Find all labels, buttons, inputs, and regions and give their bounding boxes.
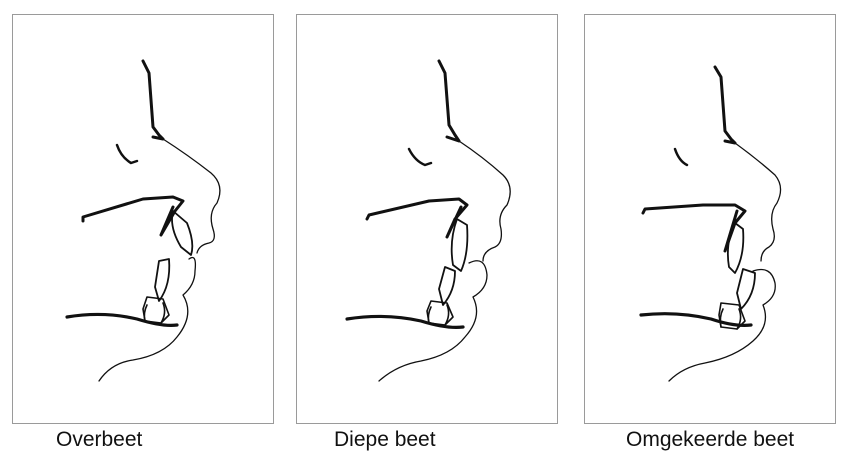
face-profile	[735, 143, 781, 261]
nose-line	[143, 61, 163, 139]
lower-jaw	[347, 316, 463, 327]
panel-deep-bite	[296, 14, 558, 424]
eye-mark	[117, 145, 137, 163]
lower-tooth	[737, 269, 755, 309]
lower-jaw	[641, 314, 751, 326]
profile-illustration-deep-bite	[297, 15, 559, 425]
chin-profile	[99, 258, 195, 382]
upper-jaw	[367, 199, 467, 237]
upper-incisor	[452, 219, 468, 271]
chin-profile	[669, 270, 775, 382]
lower-tooth	[439, 267, 455, 305]
upper-incisor	[172, 211, 192, 255]
upper-jaw	[83, 197, 183, 235]
profile-illustration-overbite	[13, 15, 275, 425]
lower-jaw-inner	[428, 305, 448, 325]
nose-line	[439, 61, 459, 141]
eye-mark	[409, 149, 431, 165]
caption-overbite: Overbeet	[56, 428, 142, 452]
nose-line	[715, 67, 735, 143]
lower-tooth	[155, 259, 169, 301]
panel-overbite	[12, 14, 274, 424]
panel-reverse-bite	[584, 14, 836, 424]
upper-jaw	[643, 205, 745, 251]
chin-profile	[379, 261, 487, 381]
lower-jaw-inner	[144, 303, 164, 323]
caption-deep-bite: Diepe beet	[334, 428, 436, 452]
caption-reverse-bite: Omgekeerde beet	[626, 428, 794, 452]
lower-jaw	[67, 314, 177, 325]
profile-illustration-reverse-bite	[585, 15, 837, 425]
eye-mark	[675, 149, 687, 165]
